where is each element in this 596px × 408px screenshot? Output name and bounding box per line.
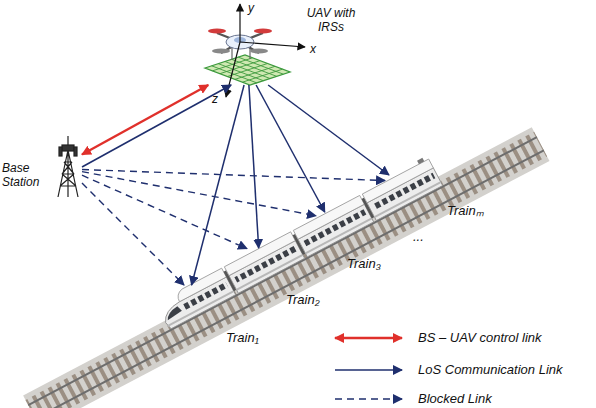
- axis-label: y: [248, 1, 254, 15]
- base-station-node: Base Station: [54, 140, 82, 198]
- pantograph: [417, 158, 424, 164]
- los-link: [192, 85, 244, 285]
- blocked-link: [82, 170, 385, 181]
- legend-text: LoS Communication Link: [418, 362, 563, 377]
- legend-sample: [335, 337, 402, 339]
- train-car-node: Train₃: [316, 212, 340, 224]
- train-windshield: [164, 305, 183, 320]
- train-label: Train₃: [347, 257, 381, 271]
- train-label: Trainₘ: [447, 204, 484, 218]
- drone-leg: [231, 47, 232, 60]
- legend-sample: [335, 369, 402, 371]
- train-car-node: Train₁: [178, 285, 202, 297]
- axes: [226, 4, 305, 97]
- drone-rotor: [212, 48, 230, 53]
- train-windows: [303, 209, 366, 246]
- axis-label: x: [310, 42, 316, 56]
- irs-panel: [205, 55, 290, 85]
- drone-rotor: [254, 28, 272, 33]
- los-link: [82, 85, 231, 167]
- base-station-tower: [58, 136, 78, 197]
- blocked-link: [82, 175, 247, 248]
- axis-y: [239, 4, 240, 42]
- axis-x: [240, 42, 305, 47]
- train-car-node: Trainₘ: [385, 175, 409, 187]
- irs-surface: [205, 55, 290, 85]
- legend-sample: [335, 398, 402, 399]
- axis-z: [226, 42, 240, 97]
- tower-lattice: [58, 150, 78, 197]
- legend-text: Blocked Link: [418, 391, 492, 406]
- train-stripe: [305, 218, 372, 255]
- train-car-node: Train₂: [247, 248, 271, 260]
- tower-antenna: [62, 145, 74, 151]
- axis-label: z: [212, 92, 218, 106]
- train-windows: [234, 246, 297, 283]
- tower-antenna: [59, 147, 62, 156]
- drone-rotor: [208, 28, 226, 33]
- los-link: [268, 85, 389, 175]
- legend-text: BS – UAV control link: [418, 330, 542, 345]
- train-stripe: [374, 181, 441, 218]
- train-stripe: [236, 254, 303, 291]
- train: [153, 156, 442, 330]
- irs-grid: [205, 55, 290, 85]
- train-label: Train₁: [226, 331, 259, 345]
- uav-label: UAV with IRSs: [300, 6, 362, 34]
- control-link: [82, 85, 208, 154]
- ellipsis: ...: [413, 230, 424, 244]
- tower-antenna: [74, 147, 77, 156]
- train-windows: [372, 173, 435, 210]
- train-stripe: [167, 290, 234, 327]
- los-link: [256, 85, 325, 212]
- train-label: Train₂: [286, 293, 320, 307]
- station-label: Base Station: [2, 161, 50, 189]
- drone-rotor: [250, 48, 268, 53]
- blocked-link: [82, 183, 184, 285]
- uav-irs-node: UAV with IRSs: [205, 55, 291, 85]
- blocked-link: [82, 172, 316, 216]
- los-link: [249, 85, 259, 248]
